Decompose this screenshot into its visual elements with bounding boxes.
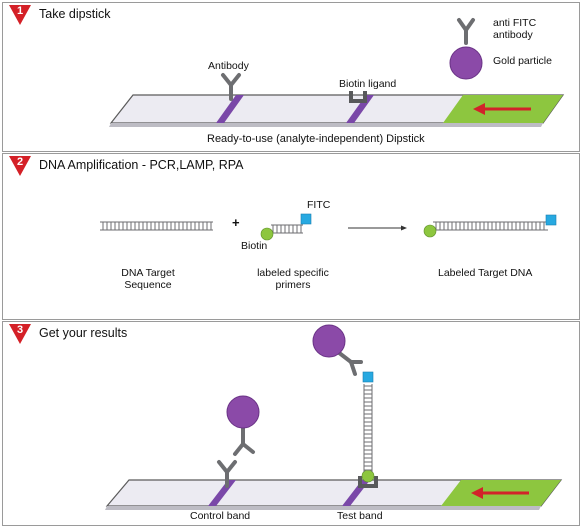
control-band [208,480,236,506]
labeled-fitc-tag-icon [545,214,557,226]
test-anti-fitc-antibody-icon [336,350,363,376]
legend-anti-fitc-label: anti FITC antibody [493,17,536,41]
gold-particle-icon [449,46,483,80]
test-biotin-ligand-icon [358,476,378,488]
dipstick-caption: Ready-to-use (analyte-independent) Dipst… [207,133,425,145]
step1-graphics [109,18,565,127]
result-strip-edge [105,506,541,510]
result-flow-arrow-icon [471,487,529,499]
primers-line2: primers [275,279,311,291]
target-sequence-label: DNA Target Sequence [108,267,188,291]
primer-strand-icon [271,224,303,234]
biotin-ligand-icon [349,91,367,103]
test-band-label: Test band [337,510,383,522]
plus-sign: + [232,215,240,230]
test-gold-particle-icon [312,324,346,358]
fitc-tag-icon [300,213,312,225]
target-line2: Sequence [124,279,172,291]
step1-panel: 1 Take dipstick [2,2,580,152]
step1-marker: 1 [9,5,31,25]
labeled-dna-icon [433,221,548,231]
test-fitc-tag-icon [362,371,374,383]
fitc-label: FITC [307,199,331,211]
step3-marker-triangle [9,324,31,344]
step1-title: Take dipstick [39,7,111,21]
step3-number: 3 [16,324,24,336]
legend-anti-fitc-line1: anti FITC [493,17,537,29]
antibody-band [216,95,244,123]
control-gold-particle-icon [226,395,260,429]
step2-marker-triangle [9,156,31,176]
dipstick-strip-edge [109,123,543,127]
labeled-target-label: Labeled Target DNA [438,267,533,279]
step1-number: 1 [16,5,24,17]
step3-graphics [105,324,563,510]
biotin-label: Biotin [241,240,268,252]
test-dna-strand-icon [363,384,373,472]
step2-panel: 2 DNA Amplification - PCR,LAMP, RPA [2,153,580,320]
primers-line1: labeled specific [257,267,329,279]
reaction-arrow-icon [348,225,407,231]
step3-title: Get your results [39,326,128,340]
labeled-biotin-ball-icon [423,224,437,238]
dna-strand-icon [100,221,213,231]
flow-arrow-icon [473,103,531,115]
biotin-ligand-label: Biotin ligand [339,78,397,90]
step3-panel: 3 Get your results [2,321,580,526]
step2-marker: 2 [9,156,31,176]
antibody-label: Antibody [208,60,249,72]
legend-antibody-icon [457,18,475,45]
control-band-label: Control band [190,510,251,522]
biotin-ball-icon [260,227,274,241]
control-gold-antibody-icon [233,424,255,456]
legend-gold-label: Gold particle [493,55,552,67]
step1-marker-triangle [9,5,31,25]
legend-anti-fitc-line2: antibody [493,29,533,41]
step2-graphics [100,213,557,241]
target-line1: DNA Target [121,267,175,279]
step2-number: 2 [16,156,24,168]
primers-label: labeled specific primers [248,267,338,291]
step2-title: DNA Amplification - PCR,LAMP, RPA [39,158,244,172]
control-antibody-icon [217,460,237,488]
antibody-icon [221,73,241,101]
step3-marker: 3 [9,324,31,344]
